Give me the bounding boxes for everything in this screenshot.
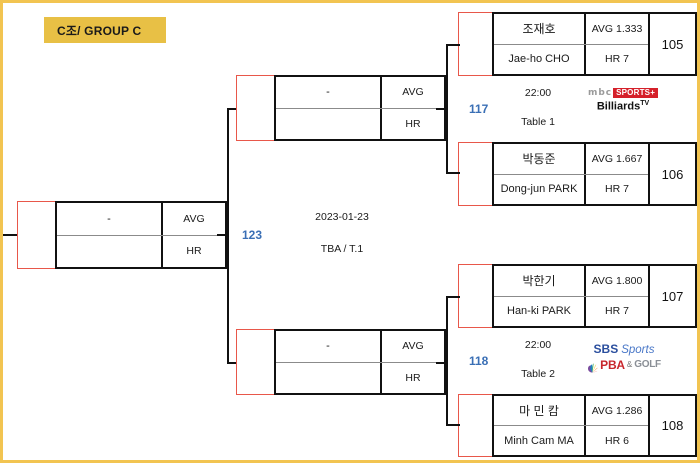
m118-time: 22:00 [524,339,552,351]
sf-bottom-row-top: - AVG [276,331,444,363]
sf-top-row-bottom: HR [276,108,444,139]
sf-bottom-slot-table: - AVG HR [274,329,446,395]
mbc-sports-badge: SPORTS+ [613,88,659,98]
m118-p2-avg: AVG 1.286 [591,404,643,417]
m118-p1-score-cell [458,264,494,328]
connector-m117-top-in [446,44,460,46]
sbs-sports-pba-golf-logo: SBS Sports PBA & GOLF [578,342,670,373]
final-match-number: 123 [242,228,263,242]
sf-bottom-slot-score-cell [236,329,276,395]
sbs-sports-wordmark: Sports [621,344,655,356]
connector-final-bottom-in [227,362,237,364]
m117-p2-row-en: Dong-jun PARK HR 7 [494,174,648,204]
final-match-table: TBA / T.1 [320,243,364,255]
final-slot-name-en [57,235,163,267]
golf-wordmark: GOLF [634,358,661,370]
m117-p1-name-kr: 조재호 [494,14,586,44]
sf-top-row-top: - AVG [276,77,444,109]
billiards-tv-wordmark: BilliardsTV [583,100,663,113]
sf-bottom-slot-avg: AVG [402,340,424,353]
sf-bottom-slot-hr: HR [405,371,421,384]
sf-top-slot-score-cell [236,75,276,141]
m118-p1-row-kr: 박한기 AVG 1.800 [494,266,648,297]
m117-p2-avg: AVG 1.667 [591,152,643,165]
pba-wordmark: PBA [600,357,625,372]
m118-p1-seed: 107 [650,264,697,328]
connector-final-out [217,234,229,236]
incoming-connector-stub [3,234,17,236]
connector-m118-out [436,362,448,364]
m117-p2-hr: HR 7 [605,183,629,196]
m118-p2-seed: 108 [650,394,697,457]
m118-p1-hr: HR 7 [605,305,629,318]
final-match-date: 2023-01-23 [315,211,369,223]
sbs-wordmark: SBS [593,342,619,356]
final-slot-row-bottom: HR [57,235,225,267]
mbc-wordmark: mbc [587,87,613,98]
m118-p2-name-en: Minh Cam MA [494,426,586,455]
sf-top-slot-table: - AVG HR [274,75,446,141]
connector-m118-bottom-in [446,424,460,426]
m118-match-number: 118 [469,354,489,368]
sf-bottom-slot-name: - [276,331,382,362]
m118-p2-name-kr: 마 민 캄 [494,396,586,425]
sf-top-slot-avg: AVG [402,86,424,99]
m118-p1-row-en: Han-ki PARK HR 7 [494,296,648,326]
final-slot-score-cell [17,201,57,269]
m118-table: Table 2 [521,368,555,380]
m118-p2-row-en: Minh Cam MA HR 6 [494,426,648,455]
m117-p1-row-kr: 조재호 AVG 1.333 [494,14,648,45]
m117-p1-hr: HR 7 [605,53,629,66]
sf-bottom-slot-name-en [276,362,382,393]
connector-final-top-in [227,108,237,110]
m118-p1-name-en: Han-ki PARK [494,296,586,326]
m117-p2-row-kr: 박동준 AVG 1.667 [494,144,648,175]
mbc-sports-billiards-tv-logo: mbc SPORTS+ BilliardsTV [583,88,663,113]
sf-top-slot-name: - [276,77,382,108]
m117-table: Table 1 [521,116,555,128]
m117-p2-name-kr: 박동준 [494,144,586,174]
m117-time: 22:00 [524,87,552,99]
final-slot-table: - AVG HR [55,201,227,269]
group-title-badge: C조/ GROUP C [44,17,166,43]
sf-top-slot-name-en [276,108,382,139]
m117-p2-name-en: Dong-jun PARK [494,174,586,204]
m117-p2-seed: 106 [650,142,697,206]
m117-p1-avg: AVG 1.333 [591,22,643,35]
m117-p1-table: 조재호 AVG 1.333 Jae-ho CHO HR 7 [492,12,650,76]
m117-p1-score-cell [458,12,494,76]
final-slot-avg: AVG [183,212,205,225]
m117-p1-seed: 105 [650,12,697,76]
m118-p2-row-kr: 마 민 캄 AVG 1.286 [494,396,648,426]
m117-p2-score-cell [458,142,494,206]
m118-p1-avg: AVG 1.800 [591,274,643,287]
m118-p1-name-kr: 박한기 [494,266,586,296]
peacock-icon [587,360,598,373]
final-slot-name: - [57,203,163,235]
connector-m118-vertical [446,296,448,426]
sf-top-slot-hr: HR [405,117,421,130]
connector-m118-top-in [446,296,460,298]
m117-p1-name-en: Jae-ho CHO [494,44,586,74]
final-slot-hr: HR [186,245,202,258]
sf-bottom-row-bottom: HR [276,362,444,393]
billiards-tv-sup: TV [640,100,650,107]
pba-ampersand: & [626,359,633,369]
m117-match-number: 117 [469,102,489,116]
m118-p2-score-cell [458,394,494,457]
m117-p1-row-en: Jae-ho CHO HR 7 [494,44,648,74]
connector-final-vertical [227,108,229,364]
final-slot-row-top: - AVG [57,203,225,236]
billiards-text: Billiards [596,100,641,113]
connector-m117-bottom-in [446,172,460,174]
m118-p2-table: 마 민 캄 AVG 1.286 Minh Cam MA HR 6 [492,394,650,457]
m117-p2-table: 박동준 AVG 1.667 Dong-jun PARK HR 7 [492,142,650,206]
m118-p1-table: 박한기 AVG 1.800 Han-ki PARK HR 7 [492,264,650,328]
m118-p2-hr: HR 6 [605,434,629,447]
connector-m117-out [436,108,448,110]
